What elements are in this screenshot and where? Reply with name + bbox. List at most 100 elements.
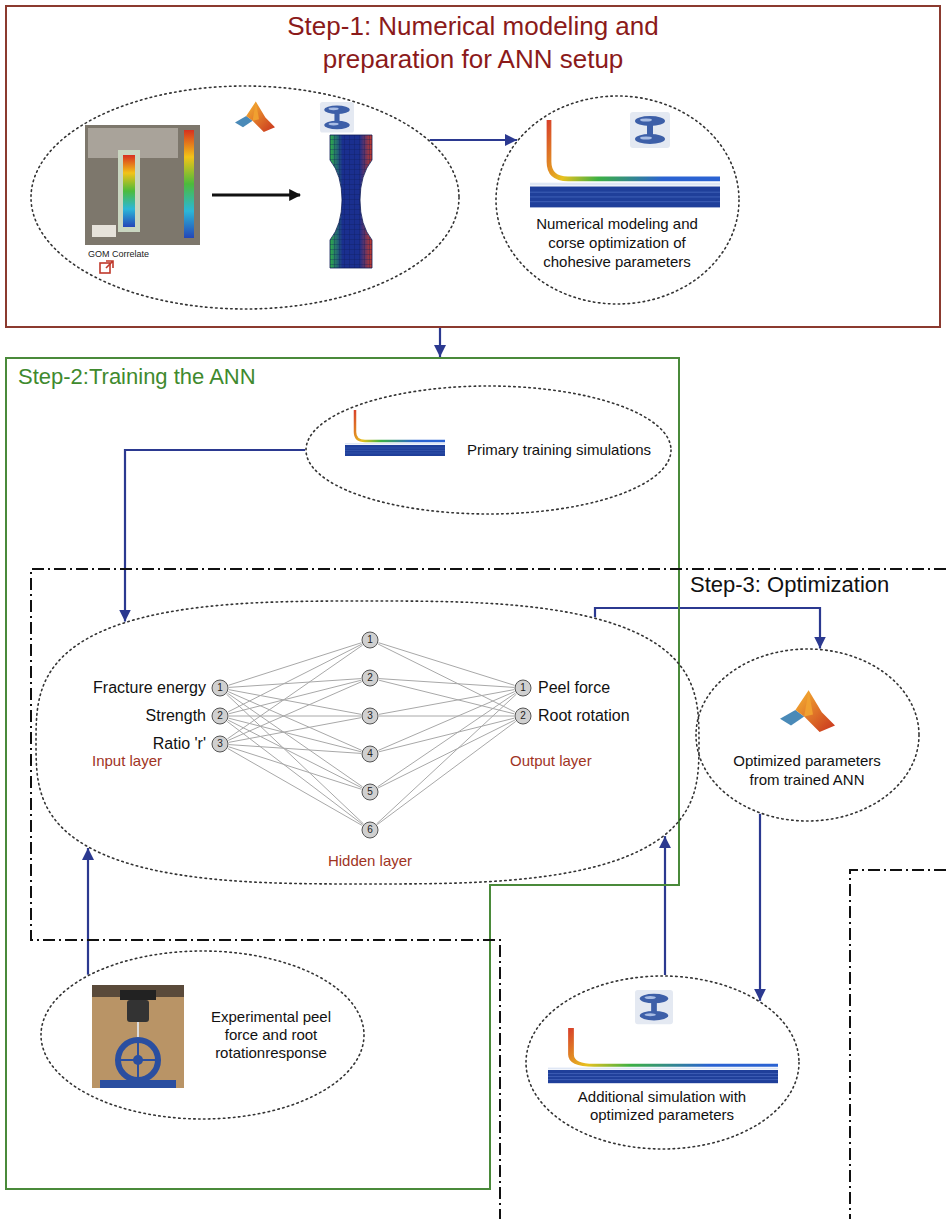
- flow-arrow: [759, 814, 761, 1001]
- process-text: Numerical modeling and corse optimizatio…: [517, 215, 717, 271]
- strain-field: [123, 155, 135, 227]
- ellipse-border: [526, 976, 799, 1149]
- neuron-label: Peel force: [538, 679, 663, 697]
- ellipse-border: [306, 386, 671, 514]
- neuron-body: [362, 708, 378, 724]
- network-link: [228, 682, 362, 741]
- color-bar: [184, 130, 194, 238]
- layer-label: Hidden layer: [315, 852, 425, 870]
- neuron-number: 1: [514, 679, 532, 697]
- neuron-body: [362, 822, 378, 838]
- grip: [127, 1000, 149, 1022]
- node-outline: [495, 95, 740, 305]
- dotted-ellipse: Additional simulation with optimized par…: [525, 975, 800, 1150]
- peel-model: [548, 1028, 778, 1083]
- neuron-number: 1: [211, 679, 229, 697]
- specimen-body: [330, 135, 372, 268]
- neuron-number: 3: [361, 707, 379, 725]
- neuron-number: 6: [361, 821, 379, 839]
- dotted-ellipse: Optimized parameters from trained ANN: [695, 648, 920, 822]
- flow-arrow: [87, 848, 89, 975]
- matlab-logo: [235, 102, 275, 132]
- ellipse-border: [496, 96, 739, 304]
- neuron-body: [515, 708, 531, 724]
- flow-arrow: [664, 836, 666, 975]
- network-link: [229, 680, 362, 714]
- network-link: [377, 721, 516, 824]
- node-outline: [5, 357, 680, 1190]
- neuron-body: [362, 632, 378, 648]
- neuron-number: 2: [211, 707, 229, 725]
- dotted-ellipse: Numerical modeling and corse optimizatio…: [495, 95, 740, 305]
- neuron-circle: 2: [211, 707, 229, 725]
- mesh-specimen: [330, 135, 372, 268]
- network-link: [379, 718, 515, 752]
- network-link: [228, 644, 362, 712]
- matlab-logo: [780, 690, 835, 732]
- neuron-body: [212, 736, 228, 752]
- process-text: Optimized parameters from trained ANN: [722, 752, 892, 790]
- icon-arrow: [106, 261, 113, 268]
- abaqus-logo: [635, 990, 673, 1024]
- flow-arrow: [430, 139, 517, 141]
- region-border: [850, 870, 946, 1219]
- peel-wheel: [118, 1040, 158, 1080]
- neuron-number: 2: [514, 707, 532, 725]
- node-outline: [695, 648, 920, 822]
- neuron-body: [362, 670, 378, 686]
- specimen-mesh: [330, 135, 372, 268]
- network-link: [229, 747, 362, 790]
- neuron-circle: 3: [211, 735, 229, 753]
- flow-arrow: [595, 608, 820, 649]
- dotted-ellipse: Primary training simulations: [305, 385, 672, 515]
- ellipse-border: [36, 601, 699, 884]
- neuron-body: [362, 746, 378, 762]
- wheel-spokes: [118, 1040, 158, 1080]
- layer-label: Output layer: [510, 752, 630, 770]
- flow-arrow: [439, 328, 441, 357]
- photo-background: [92, 985, 184, 1088]
- node-outline: [30, 568, 946, 1219]
- ellipse-border: [696, 649, 919, 821]
- neuron-circle: 2: [361, 669, 379, 687]
- network-link: [228, 692, 362, 751]
- step-region: Primary training simulations 1 2 3 1 2 3 4 5 6 1 2I…: [5, 357, 680, 1190]
- neuron-label: Ratio 'r': [56, 735, 206, 753]
- network-link: [378, 692, 514, 751]
- layer-label: Input layer: [92, 752, 207, 770]
- flow-arrow: [125, 450, 305, 622]
- ellipse-border: [41, 951, 364, 1119]
- network-ellipse: 1 2 3 1 2 3 4 5 6 1 2Input layerHidden layer Output…: [35, 600, 700, 885]
- neuron-circle: 5: [361, 783, 379, 801]
- process-arrow: [212, 194, 300, 197]
- abaqus-logo: [630, 112, 670, 148]
- process-text: Experimental peel force and root rotatio…: [196, 1008, 346, 1062]
- step-title: Step-3: Optimization: [690, 572, 935, 597]
- dotted-ellipse: Experimental peel force and root rotatio…: [40, 950, 365, 1120]
- neuron-circle: 2: [514, 707, 532, 725]
- crosshead: [120, 990, 156, 1000]
- dotted-ellipse: GOM Correlate: [30, 85, 460, 310]
- network-link: [379, 680, 515, 714]
- neuron-circle: 4: [361, 745, 379, 763]
- region-border: [6, 358, 679, 1189]
- process-text: Additional simulation with optimized par…: [552, 1088, 772, 1124]
- peel-model: [345, 410, 445, 456]
- network-link: [227, 645, 362, 739]
- network-link: [229, 716, 361, 717]
- network-link: [229, 643, 362, 686]
- abaqus-logo: [320, 102, 354, 133]
- neuron-circle: 6: [361, 821, 379, 839]
- network-link: [229, 718, 362, 752]
- neuron-number: 2: [361, 669, 379, 687]
- specimen-holder: [118, 150, 140, 232]
- neuron-circle: 3: [361, 707, 379, 725]
- network-link: [378, 720, 515, 788]
- neuron-number: 3: [211, 735, 229, 753]
- node-outline: [525, 975, 800, 1150]
- neuron-label: Strength: [56, 707, 206, 725]
- peel-model: [530, 120, 720, 207]
- neuron-circle: 1: [361, 631, 379, 649]
